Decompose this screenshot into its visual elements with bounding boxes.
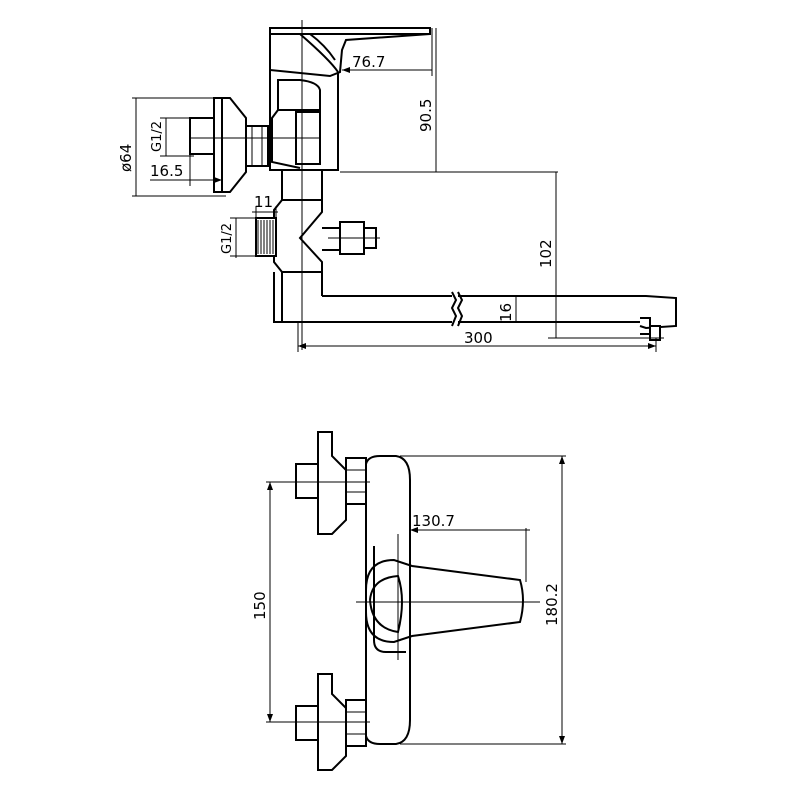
label-16: 16 xyxy=(497,303,515,322)
label-90-5: 90.5 xyxy=(417,99,435,132)
dim-flange-diameter: ø64 xyxy=(117,97,226,197)
dim-spout-drop: 102 xyxy=(537,172,664,339)
dim-thread-upper: G1/2 xyxy=(150,117,194,157)
label-150: 150 xyxy=(251,591,269,620)
dim-nut-width: 11 xyxy=(252,193,278,220)
label-11: 11 xyxy=(254,193,273,211)
dim-handle-reach-top: 76.7 xyxy=(342,28,433,76)
dim-inlet-length: 16.5 xyxy=(150,154,222,186)
label-180-2: 180.2 xyxy=(543,583,561,626)
label-diameter-64: ø64 xyxy=(117,144,135,172)
dim-spout-thickness: 16 xyxy=(497,296,517,322)
dim-spout-length: 300 xyxy=(297,322,657,352)
side-lower-connector xyxy=(255,170,380,273)
dim-body-height-front: 180.2 xyxy=(400,455,566,745)
dim-handle-reach-front: 130.7 xyxy=(410,512,530,582)
label-300: 300 xyxy=(464,329,493,347)
front-valve-body xyxy=(365,455,411,745)
front-upper-inlet xyxy=(266,431,370,535)
dim-body-height-top: 90.5 xyxy=(340,28,558,173)
label-g12-upper: G1/2 xyxy=(150,121,165,152)
side-wall-flange xyxy=(189,97,269,193)
side-valve-body xyxy=(269,70,339,171)
front-lower-inlet xyxy=(266,673,370,771)
label-102: 102 xyxy=(537,239,555,268)
front-handle xyxy=(356,534,540,660)
label-16-5: 16.5 xyxy=(150,162,183,180)
label-130-7: 130.7 xyxy=(412,512,455,530)
dim-inlet-centers: 150 xyxy=(251,482,273,722)
label-g12-lower: G1/2 xyxy=(220,223,235,254)
dim-thread-lower: G1/2 xyxy=(220,217,258,258)
label-76-7: 76.7 xyxy=(352,53,385,71)
thread-hatch xyxy=(257,220,274,254)
side-spout xyxy=(273,272,677,341)
side-view: 76.7 90.5 ø64 G1/2 16.5 xyxy=(117,20,677,352)
front-view: 130.7 150 180.2 xyxy=(251,431,566,771)
